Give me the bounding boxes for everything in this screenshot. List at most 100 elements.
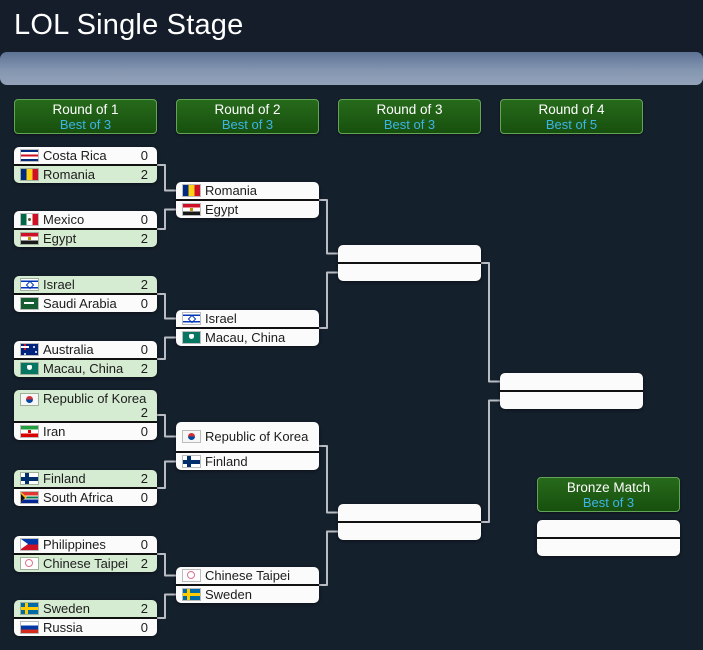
team-row[interactable]: Romania 2 (14, 166, 157, 183)
round-label: Round of 1 (52, 102, 119, 117)
flag-costa-rica-icon (21, 150, 38, 161)
round-bestof-label: Best of 3 (221, 117, 274, 132)
team-score: 2 (140, 166, 148, 182)
flag-sweden-icon (183, 589, 200, 600)
round-header-1: Round of 1 Best of 3 (14, 99, 157, 134)
team-score: 2 (140, 276, 148, 292)
team-row[interactable]: Egypt (176, 201, 319, 218)
team-score: 0 (140, 489, 148, 505)
team-row[interactable]: Egypt 2 (14, 230, 157, 247)
team-row[interactable]: Chinese Taipei (176, 567, 319, 584)
flag-romania-icon (21, 169, 38, 180)
match-r2-3: Republic of Korea Finland (176, 422, 319, 470)
team-name: Saudi Arabia (43, 295, 117, 311)
flag-russia-icon (21, 622, 38, 633)
match-r2-1: Romania Egypt (176, 182, 319, 218)
team-name: Romania (205, 182, 258, 198)
team-row[interactable]: Finland 2 (14, 470, 157, 487)
flag-egypt-icon (183, 204, 200, 215)
team-score: 2 (140, 405, 148, 420)
title-bar: LOL Single Stage (0, 0, 703, 52)
team-name: Costa Rica (43, 147, 107, 163)
team-row[interactable]: Sweden (176, 586, 319, 603)
connector-line (156, 164, 177, 192)
team-row[interactable]: Macau, China (176, 329, 319, 346)
team-row[interactable]: Saudi Arabia 0 (14, 295, 157, 312)
connector-line (318, 530, 339, 586)
team-name: Finland (43, 470, 86, 486)
page-title: LOL Single Stage (14, 9, 244, 41)
empty-slot-row (500, 373, 643, 390)
team-row[interactable]: Republic of Korea (176, 422, 319, 451)
team-score: 2 (140, 360, 148, 376)
team-name: Republic of Korea (205, 428, 309, 444)
match-r2-2: Israel Macau, China (176, 310, 319, 346)
match-r1-5: Republic of Korea 2 Iran 0 (14, 390, 157, 440)
team-name: Chinese Taipei (205, 567, 291, 583)
flag-south-korea-icon (183, 431, 200, 442)
flag-finland-icon (183, 456, 200, 467)
team-score: 0 (140, 295, 148, 311)
match-r1-7: Philippines 0 Chinese Taipei 2 (14, 536, 157, 572)
flag-mexico-icon (21, 214, 38, 225)
flag-sweden-icon (21, 603, 38, 614)
team-row[interactable]: Israel 2 (14, 276, 157, 293)
team-row[interactable]: Macau, China 2 (14, 360, 157, 377)
team-row[interactable]: Philippines 0 (14, 536, 157, 553)
flag-south-korea-icon (21, 393, 38, 405)
connector-line (156, 553, 177, 577)
match-r1-2: Mexico 0 Egypt 2 (14, 211, 157, 247)
match-r1-6: Finland 2 South Africa 0 (14, 470, 157, 506)
round-bestof-label: Best of 3 (383, 117, 436, 132)
team-row[interactable]: Iran 0 (14, 423, 157, 440)
team-row[interactable]: Israel (176, 310, 319, 327)
team-name: Finland (205, 453, 248, 469)
round-label: Round of 4 (538, 102, 605, 117)
team-row[interactable]: Chinese Taipei 2 (14, 555, 157, 572)
flag-israel-icon (21, 279, 38, 290)
round-label: Round of 3 (376, 102, 443, 117)
match-r1-1: Costa Rica 0 Romania 2 (14, 147, 157, 183)
flag-finland-icon (21, 473, 38, 484)
flag-south-africa-icon (21, 492, 38, 503)
connector-line (480, 399, 501, 523)
team-row[interactable]: Mexico 0 (14, 211, 157, 228)
connector-line (318, 445, 339, 514)
empty-slot-row (338, 504, 481, 521)
team-row[interactable]: South Africa 0 (14, 489, 157, 506)
team-row[interactable]: Sweden 2 (14, 600, 157, 617)
round-bestof-label: Best of 3 (582, 495, 635, 510)
match-r2-4: Chinese Taipei Sweden (176, 567, 319, 603)
flag-chinese-taipei-icon (183, 570, 200, 581)
team-name: Sweden (205, 586, 252, 602)
team-name: Chinese Taipei (43, 555, 129, 571)
team-row[interactable]: Republic of Korea 2 (14, 390, 157, 421)
round-label: Round of 2 (214, 102, 281, 117)
team-row[interactable]: Russia 0 (14, 619, 157, 636)
team-name: Republic of Korea (43, 391, 147, 406)
team-row[interactable]: Finland (176, 453, 319, 470)
round-label: Bronze Match (566, 480, 651, 495)
match-r1-4: Australia 0 Macau, China 2 (14, 341, 157, 377)
team-score: 2 (140, 555, 148, 571)
round-bestof-label: Best of 5 (545, 117, 598, 132)
flag-israel-icon (183, 313, 200, 324)
round-header-2: Round of 2 Best of 3 (176, 99, 319, 134)
team-row[interactable]: Costa Rica 0 (14, 147, 157, 164)
team-row[interactable]: Australia 0 (14, 341, 157, 358)
team-score: 0 (140, 619, 148, 635)
empty-slot-row (338, 264, 481, 281)
team-name: Macau, China (205, 329, 286, 345)
header-divider-bar (0, 52, 703, 85)
match-r1-8: Sweden 2 Russia 0 (14, 600, 157, 636)
empty-slot-row (338, 523, 481, 540)
flag-macau-icon (183, 332, 200, 343)
team-score: 0 (140, 211, 148, 227)
team-name: Russia (43, 619, 83, 635)
team-name: Australia (43, 341, 94, 357)
connector-line (156, 593, 177, 619)
team-row[interactable]: Romania (176, 182, 319, 199)
team-name: Iran (43, 423, 66, 439)
team-score: 0 (140, 341, 148, 357)
